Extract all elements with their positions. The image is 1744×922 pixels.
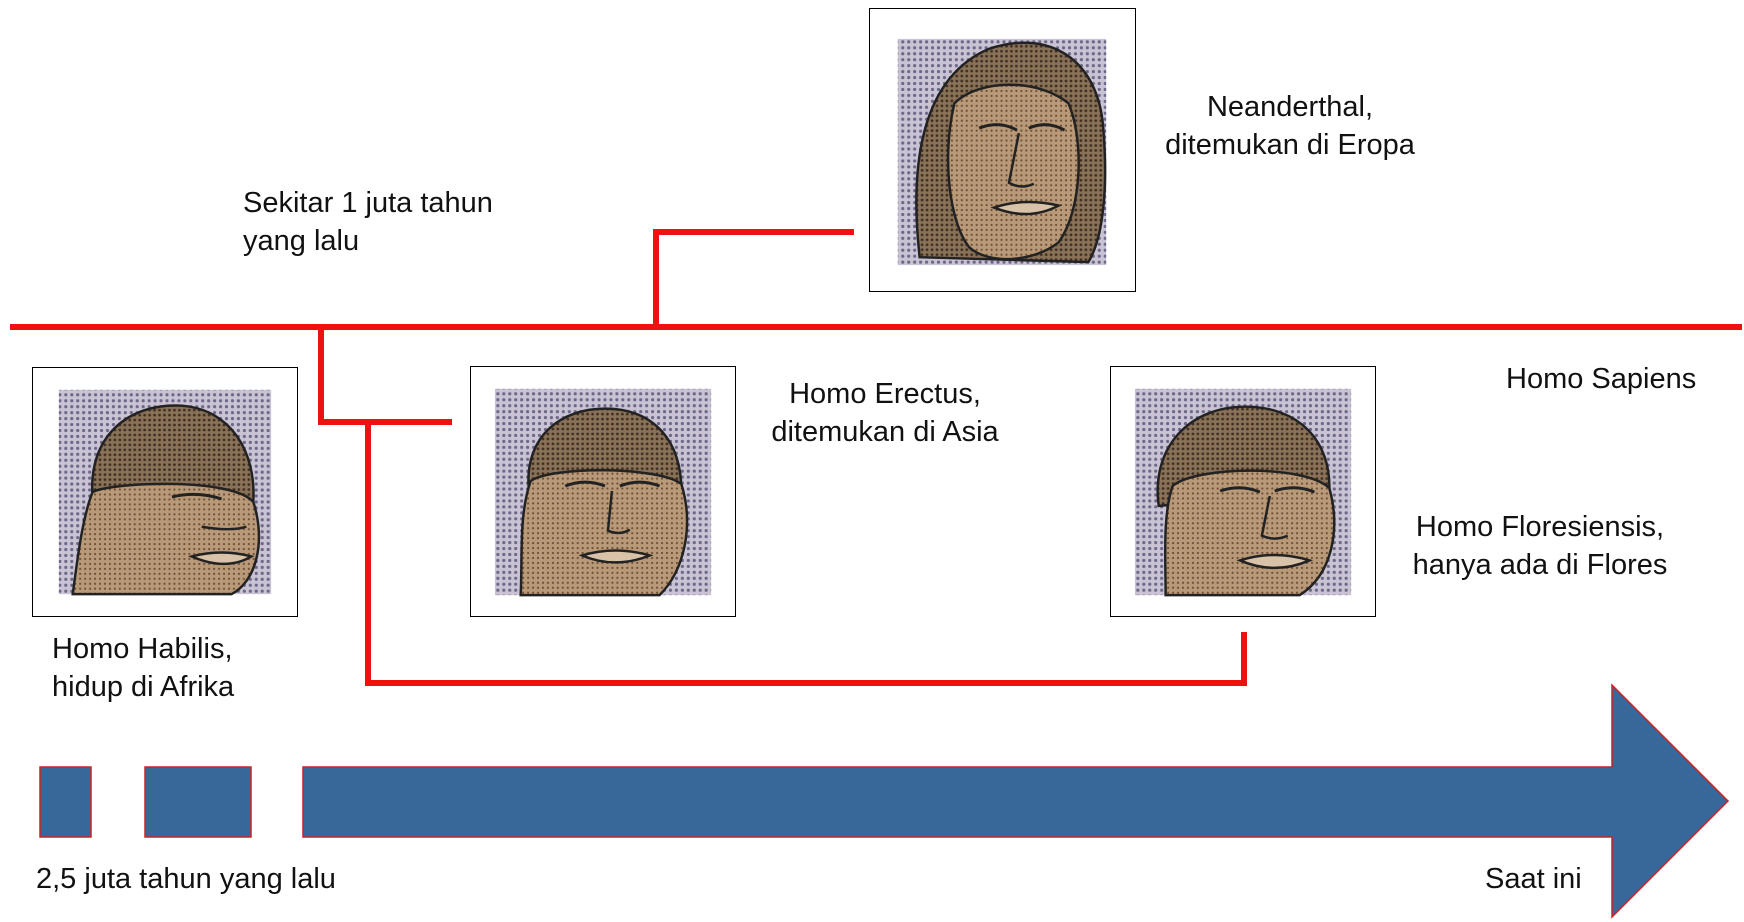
neanderthal-label: Neanderthal, ditemukan di Eropa: [1140, 88, 1440, 164]
hominin-face-icon: [897, 38, 1107, 266]
homo-habilis-label-line-1: Homo Habilis,: [52, 633, 233, 665]
homo-habilis-portrait: [32, 367, 298, 617]
time-arrow: [39, 683, 1730, 919]
neanderthal-portrait: [869, 8, 1136, 292]
homo-erectus-label-line-1: Homo Erectus,: [789, 378, 981, 410]
hominin-face-icon: [1134, 388, 1352, 597]
homo-floresiensis-label-line-1: Homo Floresiensis,: [1415, 511, 1665, 543]
sekitar-label-line-2: yang lalu: [243, 225, 360, 257]
floresiensis-branch-line: [365, 422, 1247, 686]
homo-floresiensis-label-line-2: hanya ada di Flores: [1412, 549, 1668, 581]
homo-floresiensis-portrait: [1110, 366, 1376, 617]
neanderthal-branch-line: [653, 229, 854, 327]
start-time-label: 2,5 juta tahun yang lalu: [36, 863, 336, 895]
homo-erectus-label-line-2: ditemukan di Asia: [771, 416, 999, 448]
homo-floresiensis-label: Homo Floresiensis, hanya ada di Flores: [1380, 508, 1700, 584]
homo-erectus-portrait: [470, 366, 736, 617]
hominin-face-icon: [494, 388, 712, 597]
lineage-lines: [10, 229, 1742, 686]
sekitar-label-line-1: Sekitar 1 juta tahun: [243, 187, 493, 219]
homo-habilis-label: Homo Habilis, hidup di Afrika: [52, 630, 332, 706]
erectus-branch-line: [318, 327, 452, 425]
time-arrow-body: [302, 683, 1730, 919]
homo-sapiens-label: Homo Sapiens: [1506, 363, 1697, 395]
homo-habilis-label-line-2: hidup di Afrika: [52, 671, 235, 703]
neanderthal-label-line-2: ditemukan di Eropa: [1165, 129, 1415, 161]
hominin-face-icon: [58, 389, 272, 596]
time-arrow-segment: [39, 766, 92, 838]
neanderthal-label-line-1: Neanderthal,: [1206, 91, 1374, 123]
sekitar-label: Sekitar 1 juta tahun yang lalu: [243, 184, 563, 260]
time-arrow-segment: [144, 766, 252, 838]
end-time-label: Saat ini: [1485, 863, 1582, 895]
homo-erectus-label: Homo Erectus, ditemukan di Asia: [745, 375, 1025, 451]
